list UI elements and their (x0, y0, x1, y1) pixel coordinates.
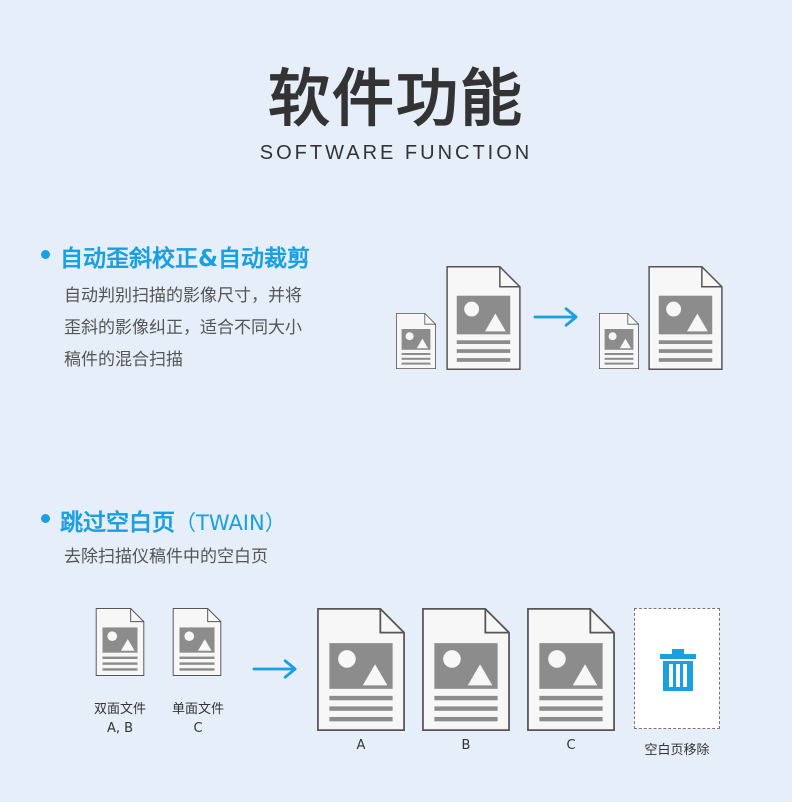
section1-heading: 自动歪斜校正&自动裁剪 (60, 246, 311, 272)
section1-desc-line-3: 稿件的混合扫描 (64, 350, 183, 370)
input-label-line: 单面文件 (171, 702, 224, 717)
section2-heading-suffix: （TWAIN） (175, 511, 286, 535)
section2-description: 去除扫描仪稿件中的空白页 (64, 547, 268, 567)
document-icon (95, 608, 145, 676)
arrow-right-icon (250, 658, 300, 680)
document-icon (648, 266, 723, 370)
input-label-simplex: 单面文件 C (158, 700, 238, 738)
section1-description: 自动判别扫描的影像尺寸，并将 歪斜的影像纠正，适合不同大小 稿件的混合扫描 (64, 280, 302, 376)
document-icon (598, 313, 640, 369)
output-label-a: A (356, 738, 366, 753)
section1-desc-line-2: 歪斜的影像纠正，适合不同大小 (64, 318, 302, 338)
input-label-line: C (193, 721, 203, 736)
section2-heading-main: 跳过空白页 (60, 510, 175, 536)
document-icon (172, 608, 222, 676)
removed-blank-page (634, 608, 720, 729)
document-icon (395, 313, 437, 369)
output-label-c: C (566, 738, 576, 753)
output-label-b: B (461, 738, 471, 753)
page-subtitle: SOFTWARE FUNCTION (259, 142, 533, 164)
arrow-right-icon (533, 306, 579, 328)
bullet-dot (41, 250, 50, 259)
document-icon (527, 608, 615, 731)
page-title: 软件功能 (267, 62, 524, 135)
input-label-line: A, B (106, 721, 134, 736)
input-label-line: 双面文件 (93, 702, 146, 717)
trash-icon (660, 649, 696, 691)
input-label-duplex: 双面文件 A, B (80, 700, 160, 738)
document-icon (446, 266, 521, 370)
document-icon (422, 608, 510, 731)
section2-heading: 跳过空白页（TWAIN） (60, 503, 286, 537)
removed-label: 空白页移除 (644, 743, 710, 758)
section1-desc-line-1: 自动判别扫描的影像尺寸，并将 (64, 286, 302, 306)
bullet-dot (41, 514, 50, 523)
document-icon (317, 608, 405, 731)
